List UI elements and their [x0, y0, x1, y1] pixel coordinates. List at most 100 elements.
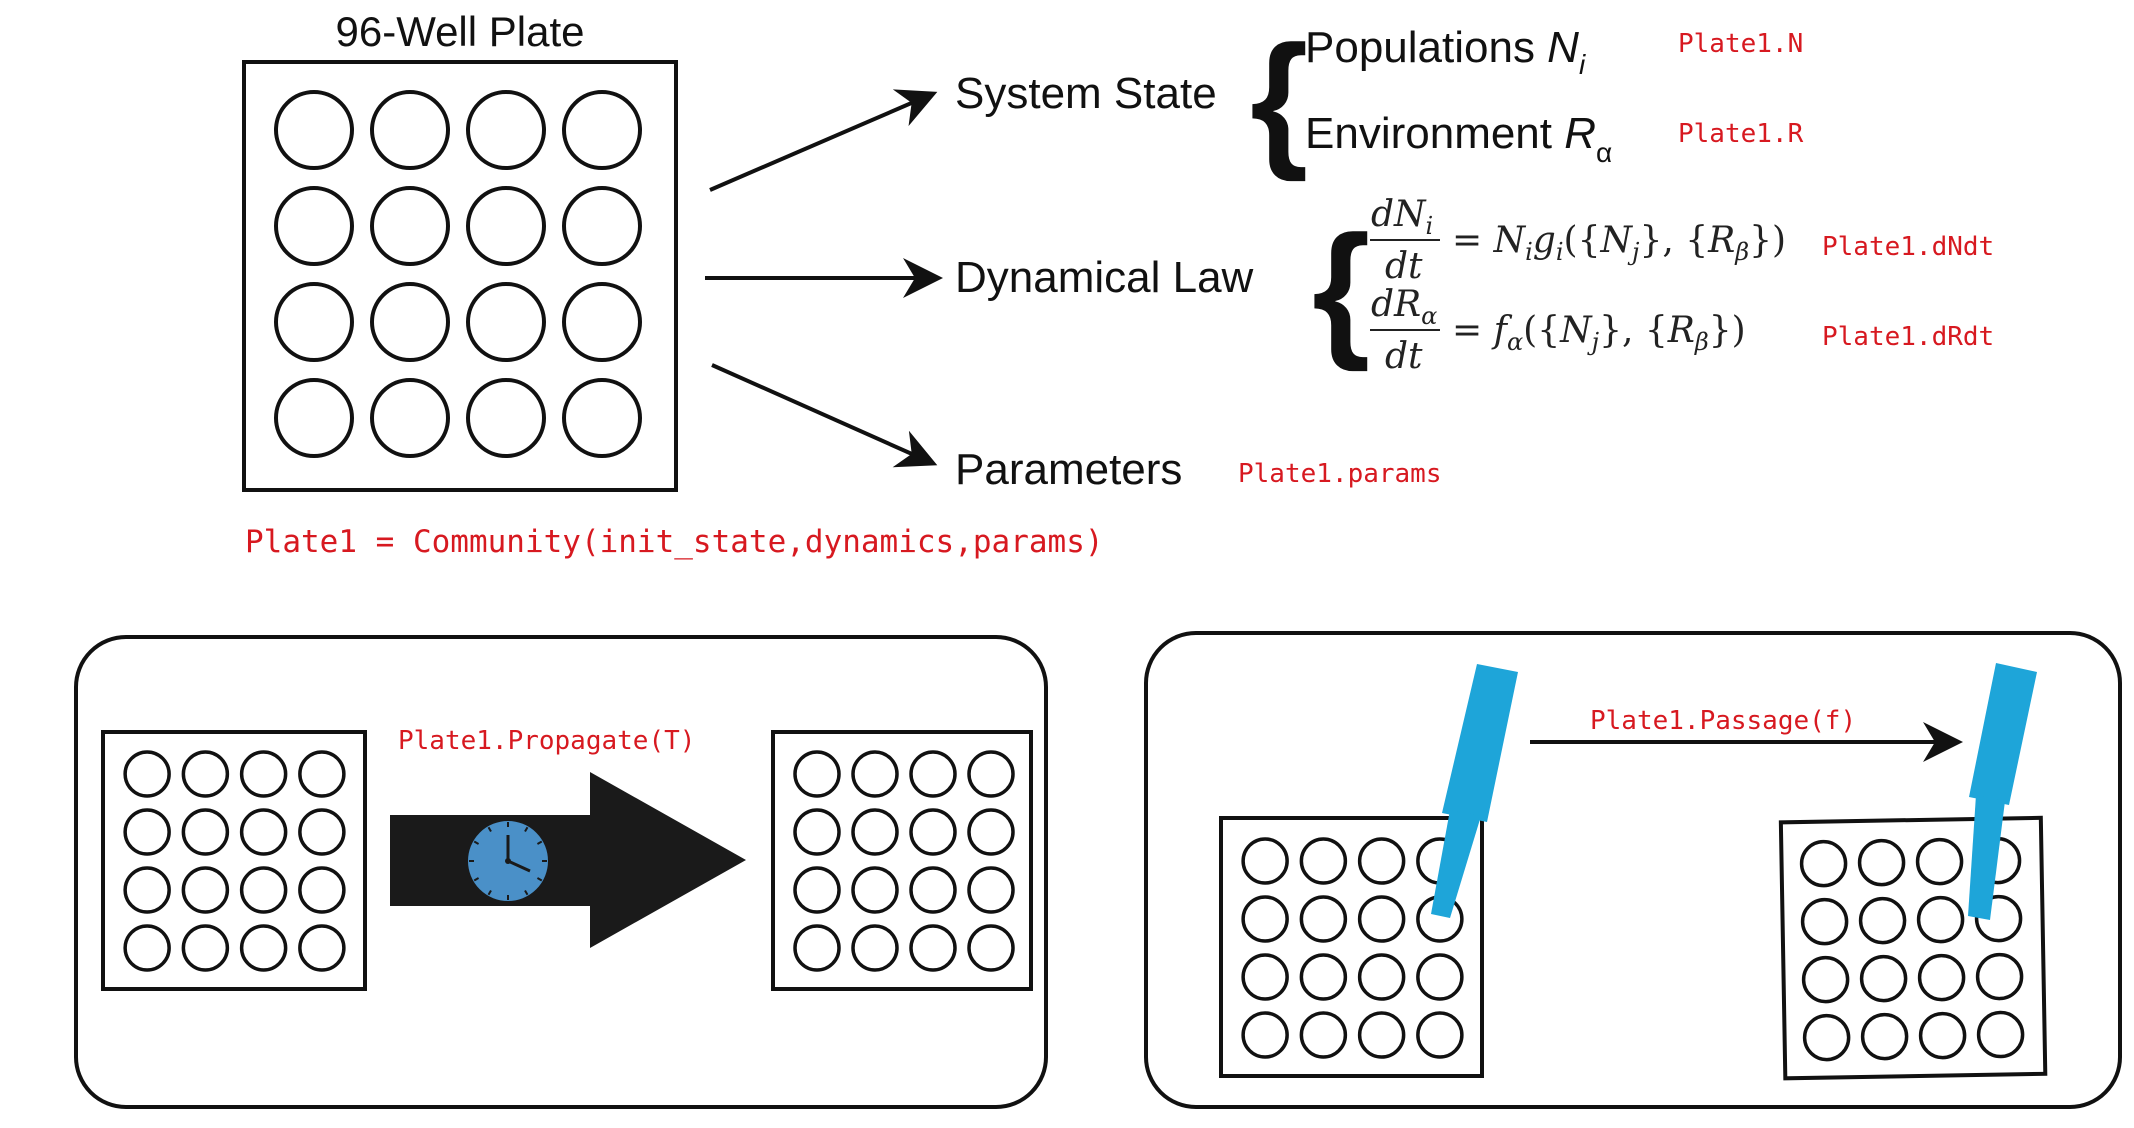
well: [1916, 895, 1965, 944]
well: [274, 90, 354, 170]
well: [298, 924, 346, 972]
well: [851, 924, 899, 972]
eq2-rhs: = fα({Nj}, {Rβ}): [1452, 310, 1746, 356]
well: [239, 924, 288, 972]
well: [239, 866, 288, 914]
arrow-to-parameters: [711, 363, 938, 468]
well: [793, 924, 841, 972]
environment-label: Environment Rα: [1305, 109, 1612, 168]
propagate-panel: [74, 635, 1048, 1109]
well: [1357, 837, 1406, 885]
well: [967, 808, 1015, 856]
well: [851, 750, 899, 798]
well: [370, 282, 450, 362]
eq2-numerator: dRα: [1371, 284, 1437, 330]
well: [1357, 1011, 1406, 1059]
well: [370, 186, 450, 266]
eq2-denominator: dt: [1385, 336, 1423, 377]
well: [1799, 839, 1848, 888]
well: [181, 866, 230, 914]
well: [181, 750, 230, 798]
well: [1299, 953, 1348, 1001]
plate1-dNdt-code: Plate1.dNdt: [1822, 232, 1994, 262]
well: [466, 90, 546, 170]
well: [1917, 953, 1966, 1002]
well: [967, 924, 1015, 972]
pipette-icon: [1431, 664, 1518, 918]
well: [1976, 1010, 2025, 1059]
well: [793, 808, 841, 856]
populations-label: Populations Ni: [1305, 23, 1586, 80]
well: [1299, 895, 1348, 943]
well: [181, 924, 230, 972]
well: [909, 808, 957, 856]
system-state-label: System State: [955, 69, 1217, 118]
well: [562, 282, 642, 362]
well: [967, 750, 1015, 798]
equation-dRdt: dRα dt = fα({Nj}, {Rβ}): [1370, 284, 1746, 377]
well: [298, 866, 346, 914]
arrow-to-system-state: [709, 89, 938, 192]
well: [239, 750, 288, 798]
well: [909, 750, 957, 798]
well: [1241, 837, 1289, 885]
eq1-numerator: dNi: [1371, 194, 1433, 240]
plate-title: 96-Well Plate: [335, 8, 584, 55]
parameters-label: Parameters: [955, 445, 1182, 494]
well: [1975, 952, 2024, 1001]
well: [466, 378, 546, 458]
well: [1241, 895, 1289, 943]
propagate-arrow: [390, 772, 746, 948]
eq1-rhs: = Nigi({Nj}, {Rβ}): [1452, 220, 1786, 266]
equation-dNdt: dNi dt = Nigi({Nj}, {Rβ}): [1370, 194, 1786, 287]
well: [239, 808, 288, 856]
well: [1800, 897, 1849, 946]
well: [123, 750, 171, 798]
well: [1241, 953, 1289, 1001]
well: [562, 186, 642, 266]
clock-icon: [466, 819, 550, 903]
plate1-N-code: Plate1.N: [1678, 29, 1803, 59]
plate1-params-code: Plate1.params: [1238, 459, 1442, 489]
plate1-dRdt-code: Plate1.dRdt: [1822, 322, 1994, 352]
eq1-denominator: dt: [1385, 246, 1423, 287]
well: [298, 750, 346, 798]
well: [1918, 1011, 1967, 1060]
well: [181, 808, 230, 856]
well: [851, 866, 899, 914]
well: [1241, 1011, 1289, 1059]
well: [1858, 896, 1907, 945]
well: [793, 750, 841, 798]
passage-code: Plate1.Passage(f): [1590, 706, 1856, 736]
well: [909, 924, 957, 972]
well: [1299, 1011, 1348, 1059]
source-plate-propagate: [101, 730, 367, 991]
system-state-brace: {: [1250, 14, 1308, 182]
well: [562, 90, 642, 170]
well: [466, 186, 546, 266]
well: [909, 866, 957, 914]
well: [562, 378, 642, 458]
well: [1357, 895, 1406, 943]
well: [1357, 953, 1406, 1001]
target-plate-propagate: [771, 730, 1033, 991]
source-plate-passage: [1219, 816, 1484, 1078]
community-constructor-code: Plate1 = Community(init_state,dynamics,p…: [245, 524, 1104, 560]
well: [274, 186, 354, 266]
well: [1802, 1013, 1851, 1062]
well: [123, 866, 171, 914]
target-plate-passage: [1778, 815, 2048, 1081]
well: [370, 378, 450, 458]
dynamical-law-label: Dynamical Law: [955, 253, 1254, 302]
well: [1857, 838, 1906, 887]
well: [1974, 894, 2023, 943]
well: [274, 282, 354, 362]
pipette-icon: [1968, 663, 2037, 920]
well: [274, 378, 354, 458]
well: [1801, 955, 1850, 1004]
well: [370, 90, 450, 170]
well: [793, 866, 841, 914]
well: [1416, 1011, 1464, 1059]
well: [1860, 1012, 1909, 1061]
